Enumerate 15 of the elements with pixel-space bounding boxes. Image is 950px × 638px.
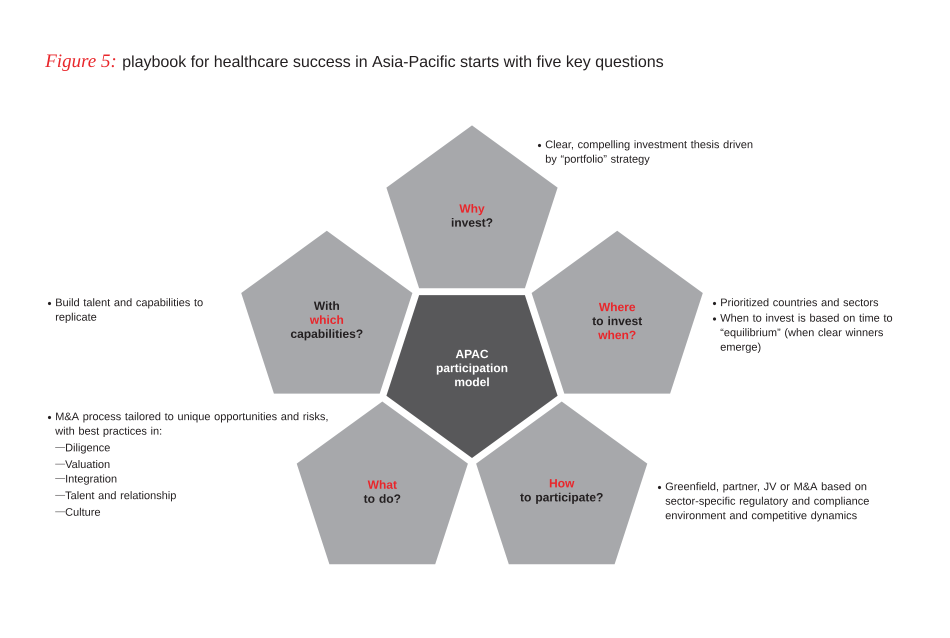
bullet-text: When to invest is based on time to “equilibrium” (when clear winners emerge) bbox=[720, 314, 892, 353]
list-item: Talent and relationship bbox=[54, 491, 176, 502]
list-item: Diligence bbox=[54, 443, 110, 454]
centre-pentagon: APAC participation model bbox=[386, 295, 558, 458]
question-pentagon: How to participate? bbox=[476, 402, 648, 564]
question-pentagon: Where to invest when? bbox=[532, 230, 703, 394]
list-item: Integration bbox=[54, 474, 116, 485]
list-item: Culture bbox=[54, 508, 100, 516]
bullet-text: Build talent and capabilities to replicate bbox=[56, 298, 203, 323]
list-item: Valuation bbox=[54, 460, 110, 468]
figure-number: Figure 5: bbox=[45, 54, 116, 72]
question-pentagon: With which capabilities? bbox=[241, 230, 412, 394]
title: playbook for healthcare success in Asia-Pacific starts with five key questions bbox=[123, 55, 664, 70]
bullet-text: Prioritized countries and sectors bbox=[721, 298, 878, 306]
bullet-text: Greenfield, partner, JV or M&A based on sector-specific regulatory and compliance environment and competitive dynamics bbox=[666, 482, 869, 522]
